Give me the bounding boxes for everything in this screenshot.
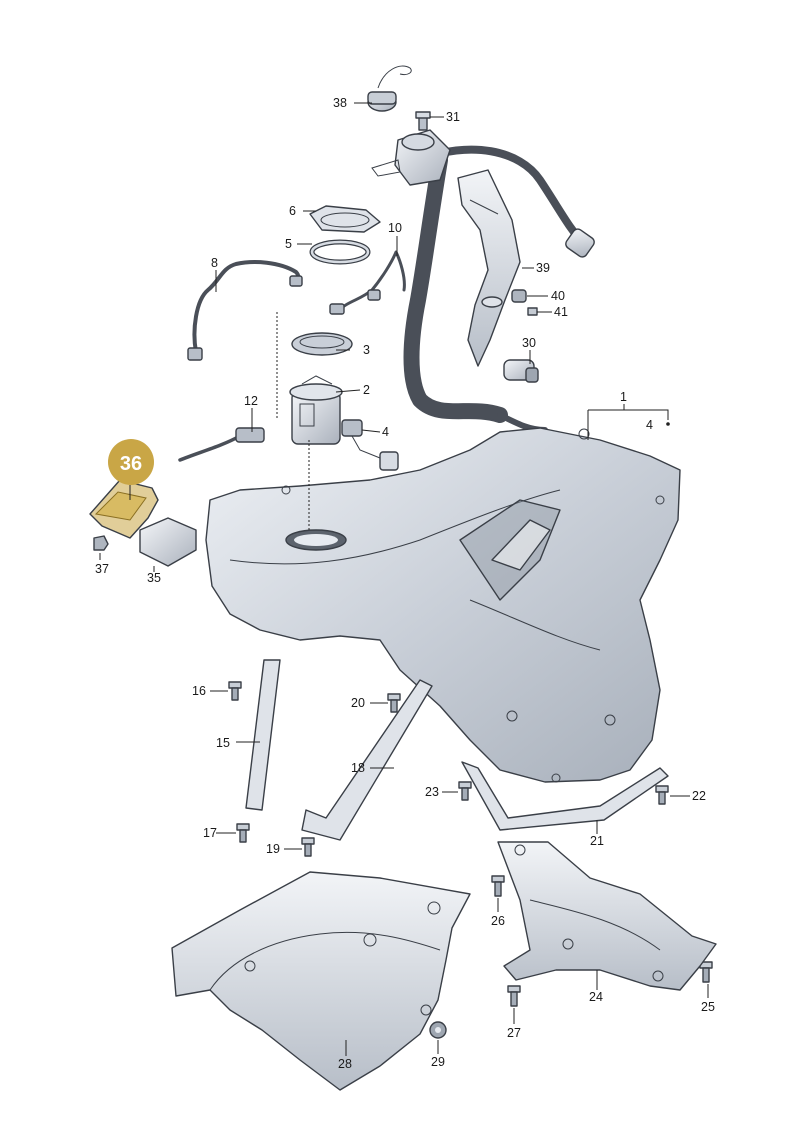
label-4-assembly: 4 xyxy=(646,418,653,432)
bolt-17 xyxy=(236,823,250,843)
bolt-23 xyxy=(458,781,472,801)
label-22: 22 xyxy=(692,789,706,803)
label-26: 26 xyxy=(491,914,505,928)
highlight-number: 36 xyxy=(120,453,142,475)
lock-ring-6 xyxy=(309,205,381,233)
label-27: 27 xyxy=(507,1026,521,1040)
label-25: 25 xyxy=(701,1000,715,1014)
heat-shield-28 xyxy=(171,871,471,1091)
label-38: 38 xyxy=(333,96,347,110)
fuel-cap xyxy=(367,65,412,112)
bolt-19 xyxy=(301,837,315,857)
bolt-25 xyxy=(699,961,713,983)
label-6: 6 xyxy=(289,204,296,218)
label-30: 30 xyxy=(522,336,536,350)
bolt-26 xyxy=(491,875,505,897)
nut-29 xyxy=(429,1021,447,1039)
clip-40 xyxy=(511,289,527,303)
label-37: 37 xyxy=(95,562,109,576)
label-21: 21 xyxy=(590,834,604,848)
connector-line-12 xyxy=(178,427,265,462)
bolt-22 xyxy=(655,785,669,805)
level-sender xyxy=(341,419,399,471)
fuel-line xyxy=(187,260,303,361)
seal-ring-3 xyxy=(291,332,353,356)
label-15: 15 xyxy=(216,736,230,750)
label-10: 10 xyxy=(388,221,402,235)
label-24: 24 xyxy=(589,990,603,1004)
strap-18 xyxy=(301,679,433,841)
leader-lines xyxy=(99,102,709,1056)
strap-15 xyxy=(245,659,281,811)
seal-ring-5 xyxy=(309,239,371,265)
label-8: 8 xyxy=(211,256,218,270)
highlighted-bracket-36 xyxy=(89,479,159,539)
label-40: 40 xyxy=(551,289,565,303)
label-31: 31 xyxy=(446,110,460,124)
filler-head xyxy=(371,129,451,186)
bolt-27 xyxy=(507,985,521,1007)
filler-heat-shield xyxy=(457,169,521,367)
assembly-marker-dots xyxy=(666,422,670,426)
label-5: 5 xyxy=(285,237,292,251)
label-29: 29 xyxy=(431,1055,445,1069)
label-19: 19 xyxy=(266,842,280,856)
label-1: 1 xyxy=(620,390,627,404)
fuel-tank xyxy=(205,427,681,783)
fuel-delivery-unit xyxy=(289,375,343,445)
screw-31 xyxy=(415,111,431,131)
label-18: 18 xyxy=(351,761,365,775)
label-3: 3 xyxy=(363,343,370,357)
strap-21 xyxy=(461,761,669,831)
label-35: 35 xyxy=(147,571,161,585)
vent-line xyxy=(329,250,406,315)
part-labels: 38 31 6 5 10 8 39 40 41 30 3 2 1 12 4 4 … xyxy=(95,96,715,1071)
bolt-20 xyxy=(387,693,401,713)
filler-pipe xyxy=(403,145,595,433)
control-module-35 xyxy=(139,517,197,567)
bolt-41 xyxy=(527,307,538,316)
label-41: 41 xyxy=(554,305,568,319)
label-4: 4 xyxy=(382,425,389,439)
label-23: 23 xyxy=(425,785,439,799)
nut-37 xyxy=(93,535,109,551)
label-16: 16 xyxy=(192,684,206,698)
label-12: 12 xyxy=(244,394,258,408)
valve-30 xyxy=(503,359,539,383)
label-17: 17 xyxy=(203,826,217,840)
heat-shield-24 xyxy=(497,841,717,991)
label-2: 2 xyxy=(363,383,370,397)
label-20: 20 xyxy=(351,696,365,710)
highlight-badge: 36 xyxy=(108,439,154,485)
bolt-16 xyxy=(228,681,242,701)
label-28: 28 xyxy=(338,1057,352,1071)
label-39: 39 xyxy=(536,261,550,275)
